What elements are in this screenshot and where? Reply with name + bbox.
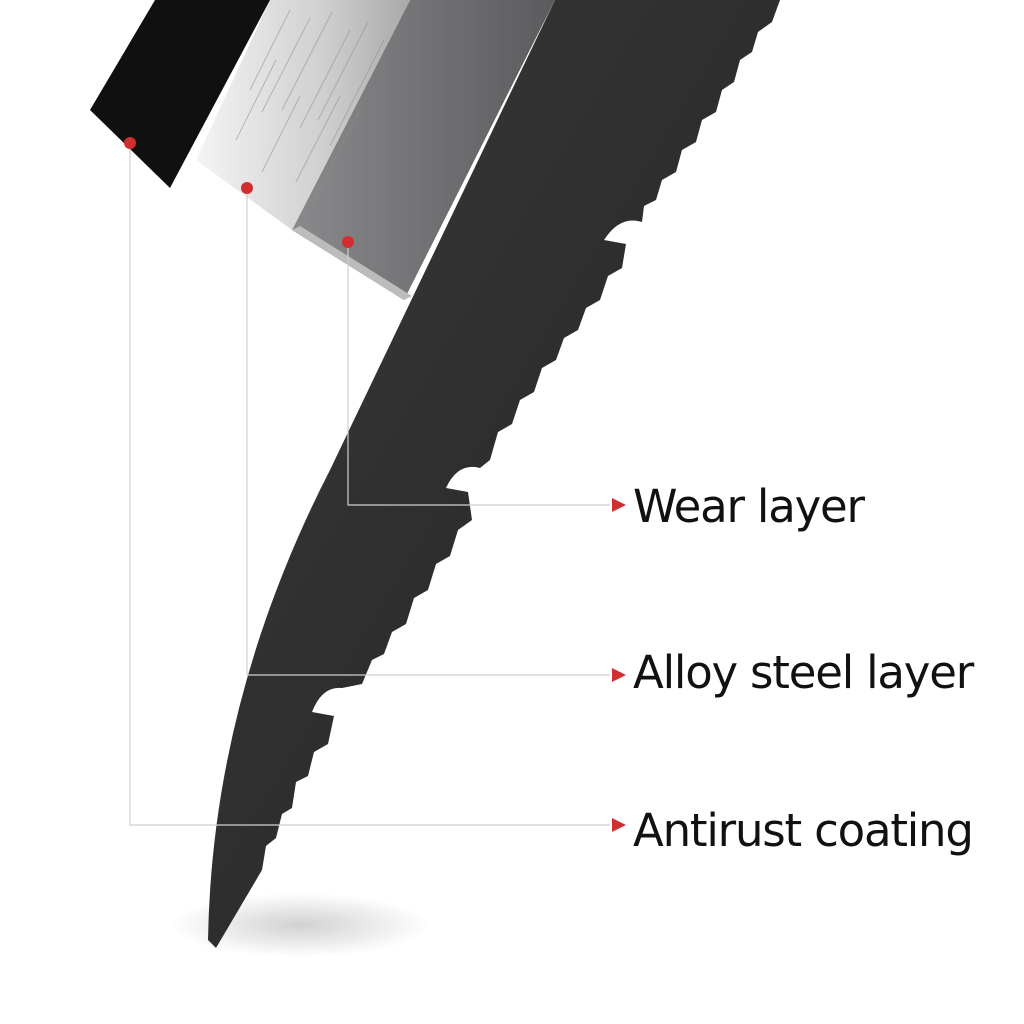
- label-arrows: [612, 498, 626, 832]
- marker-dot-alloy: [241, 182, 253, 194]
- wear-layer-edge: [292, 226, 412, 300]
- alloy-layer-strip: [196, 0, 410, 230]
- leader-lines: [129, 143, 610, 826]
- marker-dot-wear: [342, 236, 354, 248]
- wear-layer-strip: [292, 0, 555, 300]
- brushed-texture: [235, 9, 385, 205]
- saw-blade: [208, 0, 780, 948]
- label-antirust-coating: Antirust coating: [633, 804, 974, 857]
- label-alloy-steel-layer: Alloy steel layer: [633, 646, 974, 699]
- arrow-icon-alloy: [612, 668, 626, 682]
- leader-line-antirust: [129, 143, 610, 826]
- arrow-icon-antirust: [612, 818, 626, 832]
- leader-line-alloy: [246, 188, 610, 676]
- leader-line-wear: [347, 242, 610, 506]
- marker-dot-antirust: [124, 137, 136, 149]
- arrow-icon-wear: [612, 498, 626, 512]
- label-wear-layer: Wear layer: [633, 480, 865, 533]
- layer-markers: [124, 137, 354, 248]
